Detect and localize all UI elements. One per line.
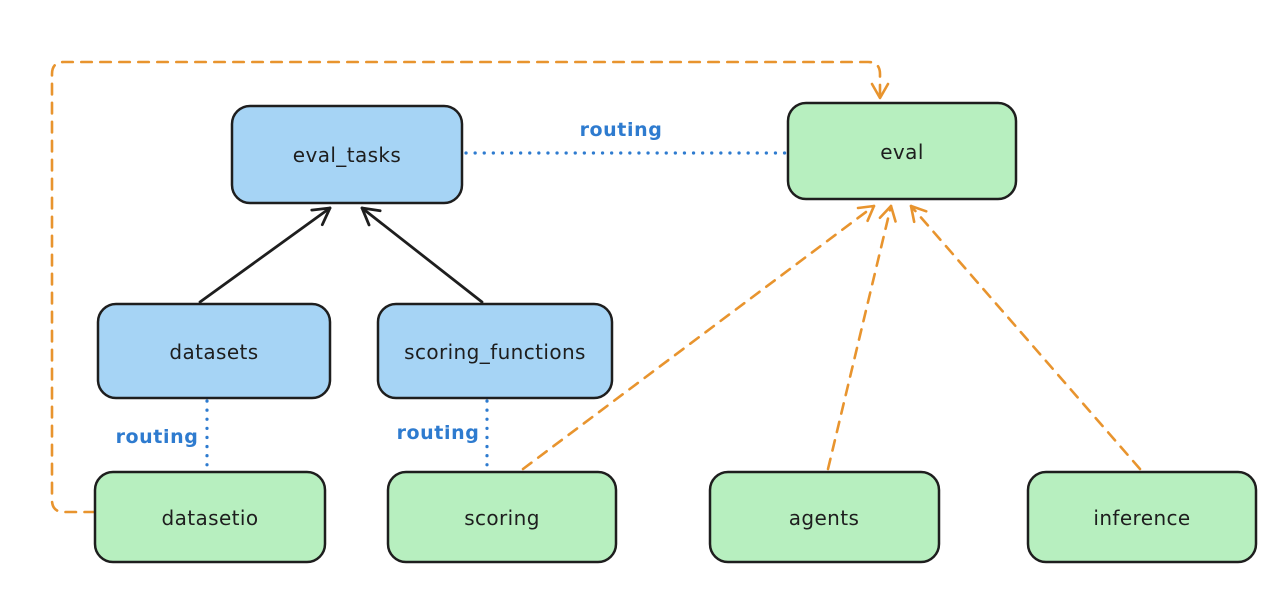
node-datasets: datasets <box>96 302 332 400</box>
edge-datasetio-to-eval-dashed <box>50 60 890 514</box>
edge-inference-to-eval-dashed <box>909 204 1142 471</box>
node-scoring-functions-box <box>376 302 614 400</box>
node-datasetio-box <box>93 470 327 564</box>
node-datasetio: datasetio <box>93 470 327 564</box>
edge-scoring-to-eval-dashed <box>521 204 876 471</box>
edge-datasets-to-eval-tasks-arrow <box>198 206 332 304</box>
node-datasetio-label: datasetio <box>161 506 258 530</box>
edge-scoring-functions-to-eval-tasks-arrow <box>360 206 484 304</box>
node-agents-box <box>708 470 941 564</box>
node-agents: agents <box>708 470 941 564</box>
node-datasets-label: datasets <box>169 340 258 364</box>
node-scoring-label: scoring <box>464 506 540 530</box>
node-eval-box <box>786 101 1018 201</box>
node-datasets-box <box>96 302 332 400</box>
node-eval-tasks-box <box>230 104 464 205</box>
node-scoring-box <box>386 470 618 564</box>
routing-label-scoring-functions-scoring: routing <box>397 422 480 444</box>
node-eval-label: eval <box>880 140 924 164</box>
node-inference-label: inference <box>1093 506 1190 530</box>
edge-agents-to-eval-dashed <box>826 204 897 471</box>
node-scoring-functions: scoring_functions <box>376 302 614 400</box>
node-inference-box <box>1026 470 1258 564</box>
routing-label-eval-tasks-eval: routing <box>580 119 663 141</box>
routing-label-datasets-datasetio: routing <box>116 426 199 448</box>
node-scoring-functions-label: scoring_functions <box>404 340 586 364</box>
node-eval-tasks: eval_tasks <box>230 104 464 205</box>
node-eval-tasks-label: eval_tasks <box>293 143 401 167</box>
node-inference: inference <box>1026 470 1258 564</box>
node-eval: eval <box>786 101 1018 201</box>
node-agents-label: agents <box>789 506 860 530</box>
node-scoring: scoring <box>386 470 618 564</box>
